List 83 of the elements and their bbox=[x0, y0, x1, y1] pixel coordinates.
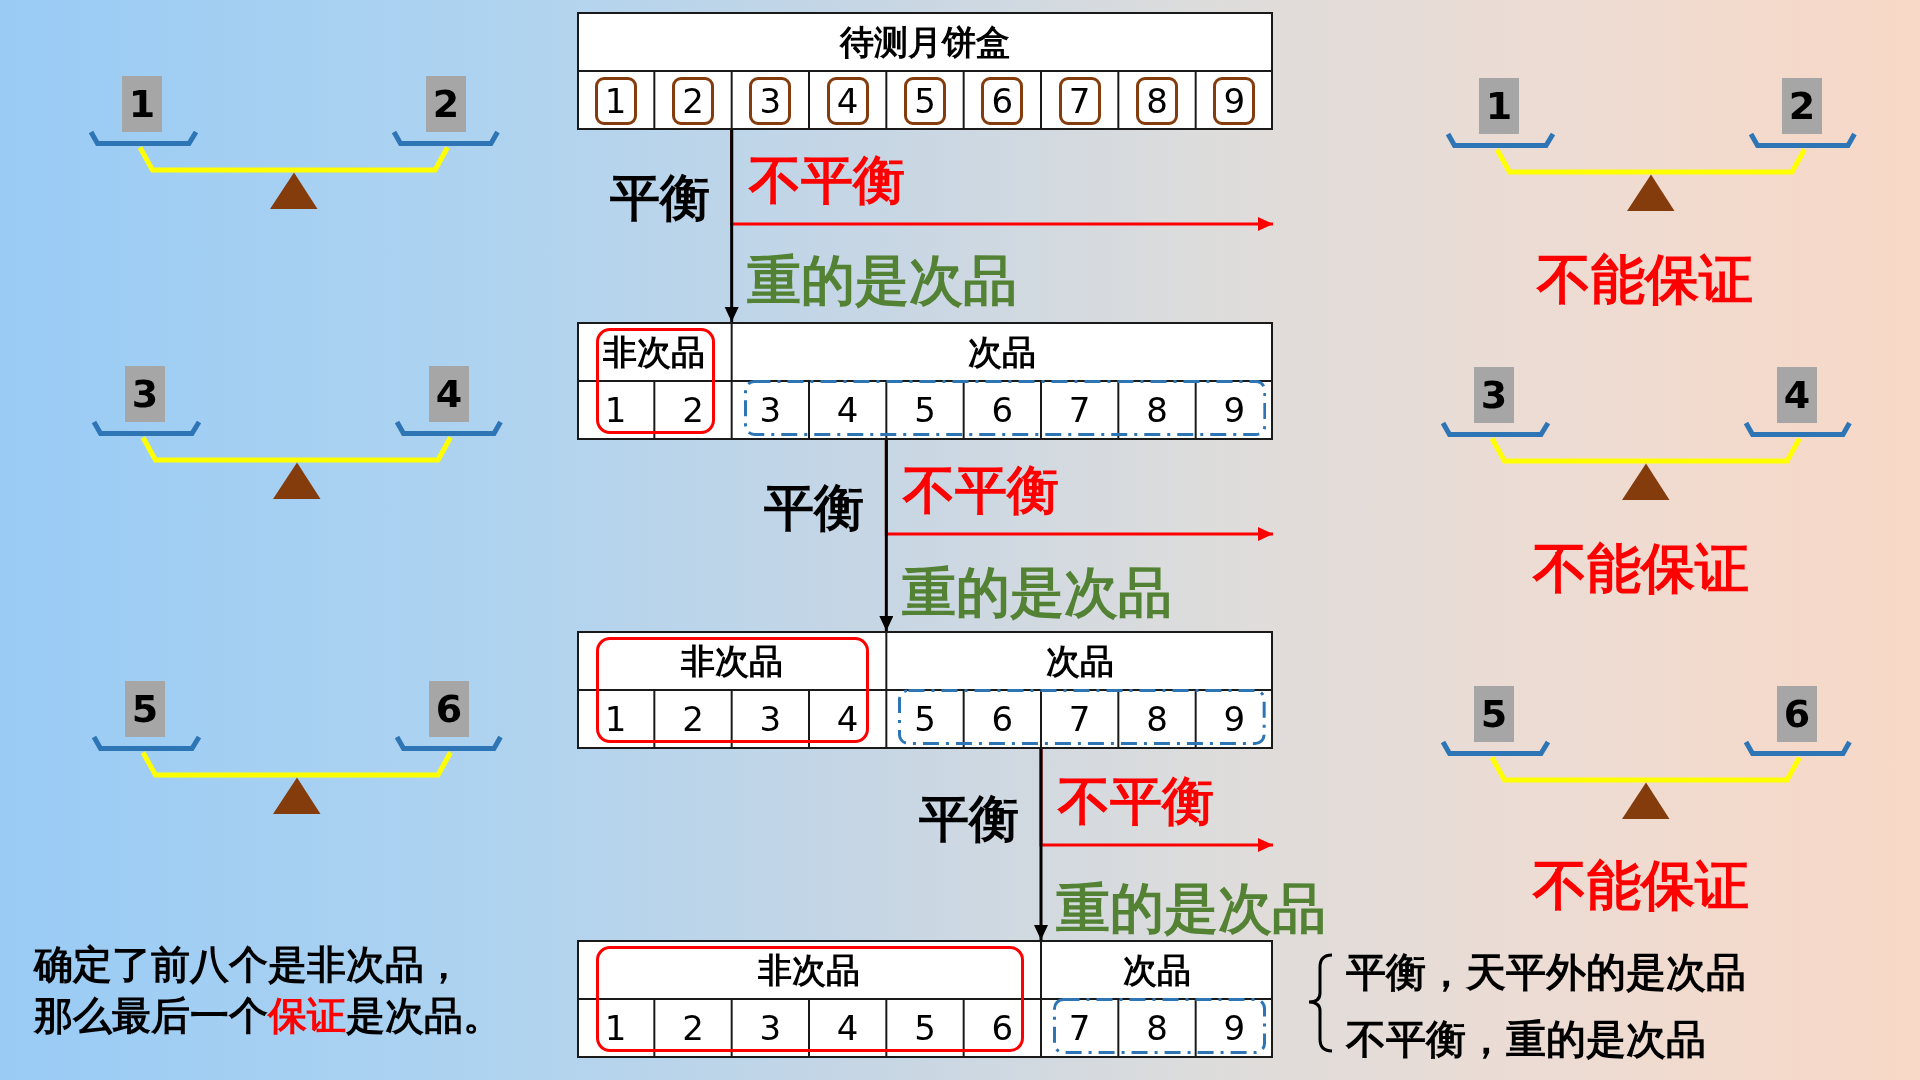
table-number: 8 bbox=[1146, 391, 1168, 430]
weight-block: 5 bbox=[125, 681, 165, 737]
table-heading: 次品 bbox=[968, 332, 1037, 373]
numbered-tile: 4 bbox=[826, 76, 869, 125]
table-number: 3 bbox=[759, 1009, 782, 1048]
table-number: 7 bbox=[1068, 391, 1091, 430]
numbered-tile: 1 bbox=[594, 76, 637, 125]
table-number: 2 bbox=[682, 700, 704, 739]
numbered-tile: 6 bbox=[981, 76, 1024, 125]
column-heading: 非次品 bbox=[680, 641, 783, 682]
data-table bbox=[577, 12, 1273, 130]
table-number: 2 bbox=[682, 391, 704, 430]
data-table bbox=[577, 322, 1273, 440]
weight-block: 2 bbox=[1782, 78, 1822, 134]
numbered-tile: 3 bbox=[749, 76, 792, 125]
edge-label: 不平衡 bbox=[903, 461, 1060, 520]
table-number: 8 bbox=[1146, 1009, 1168, 1048]
table-number: 7 bbox=[1068, 1009, 1091, 1048]
arrow bbox=[724, 130, 739, 322]
table-number: 1 bbox=[604, 1009, 627, 1048]
table-number: 4 bbox=[836, 391, 859, 430]
table-number: 8 bbox=[1146, 700, 1168, 739]
annotation: 重的是次品 bbox=[1056, 882, 1326, 936]
table-number: 9 bbox=[1223, 700, 1246, 739]
annotation: 重的是次品 bbox=[902, 566, 1172, 620]
edge-label: 平衡 bbox=[609, 170, 710, 226]
arrow bbox=[879, 440, 894, 631]
dash-dot-outline bbox=[1053, 998, 1266, 1054]
numbered-tile: 7 bbox=[1058, 76, 1101, 125]
column-heading: 非次品 bbox=[603, 332, 706, 373]
table-number: 6 bbox=[991, 1009, 1014, 1048]
weight-block: 1 bbox=[1479, 78, 1519, 134]
annotation: 不能保证 bbox=[1533, 539, 1749, 600]
table-number: 4 bbox=[836, 1009, 859, 1048]
weight-block: 3 bbox=[125, 366, 165, 422]
table-number: 2 bbox=[682, 1009, 704, 1048]
list-item-text: 平衡，天平外的是次品 bbox=[1346, 948, 1746, 997]
weight-block: 2 bbox=[426, 76, 466, 132]
weight-block: 6 bbox=[429, 681, 469, 737]
note-text: 确定了前八个是非次品，那么最后一个保证是次品。 bbox=[34, 941, 503, 1040]
weight-block: 6 bbox=[1777, 686, 1817, 742]
weight-block: 4 bbox=[1777, 367, 1817, 423]
table-number: 3 bbox=[759, 700, 782, 739]
numbered-tile: 2 bbox=[672, 76, 714, 125]
table-number: 4 bbox=[836, 700, 859, 739]
edge-label: 平衡 bbox=[919, 791, 1019, 847]
table-number: 5 bbox=[914, 700, 936, 739]
table-number: 5 bbox=[914, 1009, 936, 1048]
numbered-tile: 8 bbox=[1136, 76, 1178, 125]
table-number: 7 bbox=[1068, 700, 1091, 739]
rounded-outline bbox=[596, 328, 715, 434]
numbered-tile: 9 bbox=[1213, 76, 1256, 125]
list-item-text: 不平衡，重的是次品 bbox=[1346, 1015, 1706, 1064]
numbered-tile: 5 bbox=[904, 76, 946, 125]
table-number: 1 bbox=[604, 700, 627, 739]
edge-label: 不平衡 bbox=[748, 151, 905, 210]
table-number: 5 bbox=[914, 391, 936, 430]
annotation: 不能保证 bbox=[1533, 856, 1749, 917]
table-number: 1 bbox=[604, 391, 627, 430]
rounded-outline bbox=[596, 946, 1024, 1052]
dash-dot-outline bbox=[898, 689, 1266, 745]
table-number: 9 bbox=[1223, 1009, 1246, 1048]
table-number: 3 bbox=[759, 391, 782, 430]
data-table bbox=[577, 940, 1273, 1058]
weight-block: 4 bbox=[429, 366, 469, 422]
weight-block: 1 bbox=[122, 76, 162, 132]
weight-block: 3 bbox=[1474, 367, 1514, 423]
column-heading: 非次品 bbox=[758, 950, 860, 991]
dash-dot-outline bbox=[743, 380, 1266, 436]
data-table bbox=[577, 631, 1273, 749]
annotation: 重的是次品 bbox=[747, 254, 1017, 308]
table-number: 6 bbox=[991, 391, 1014, 430]
table-number: 6 bbox=[991, 700, 1014, 739]
table-heading: 次品 bbox=[1123, 950, 1191, 991]
edge-label: 不平衡 bbox=[1058, 772, 1214, 831]
table-heading: 待测月饼盒 bbox=[840, 22, 1010, 63]
arrow bbox=[1034, 749, 1048, 940]
weight-block: 5 bbox=[1474, 686, 1514, 742]
table-heading: 次品 bbox=[1045, 641, 1114, 682]
annotation: 不能保证 bbox=[1537, 250, 1753, 311]
table-number: 9 bbox=[1223, 391, 1246, 430]
edge-label: 平衡 bbox=[764, 480, 865, 536]
rounded-outline bbox=[596, 637, 870, 743]
